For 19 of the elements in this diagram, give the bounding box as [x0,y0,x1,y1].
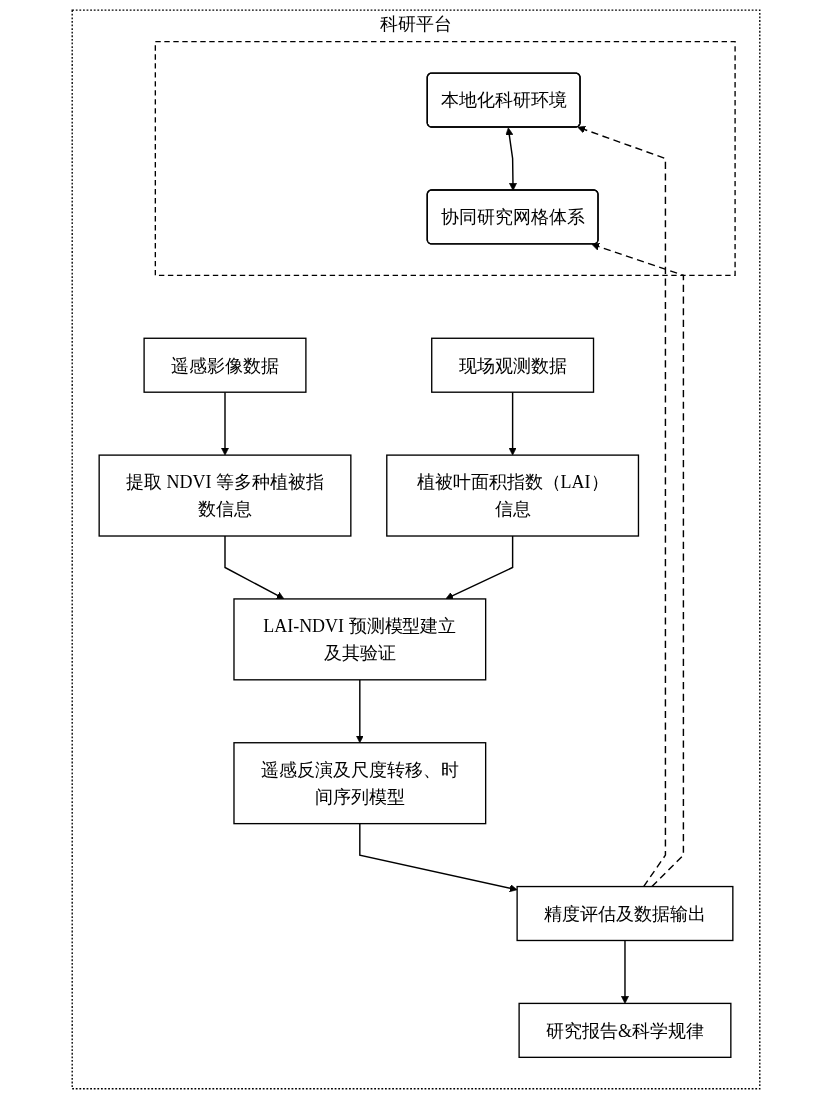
node-box [431,337,595,393]
arrow [221,391,229,456]
arrow [508,391,517,456]
arrow [445,535,514,600]
node-box [233,742,487,825]
arrow [621,939,629,1004]
arrow [359,822,518,893]
arrow [577,125,667,888]
node-box [143,337,307,393]
node-box [386,454,640,537]
node-box [233,598,487,681]
arrow [224,535,285,600]
arrow [505,127,517,191]
arrow [591,242,685,888]
arrow [355,679,364,744]
node-box [98,454,352,537]
node-box [516,885,734,942]
node-box [518,1002,732,1058]
cluster [154,40,736,277]
